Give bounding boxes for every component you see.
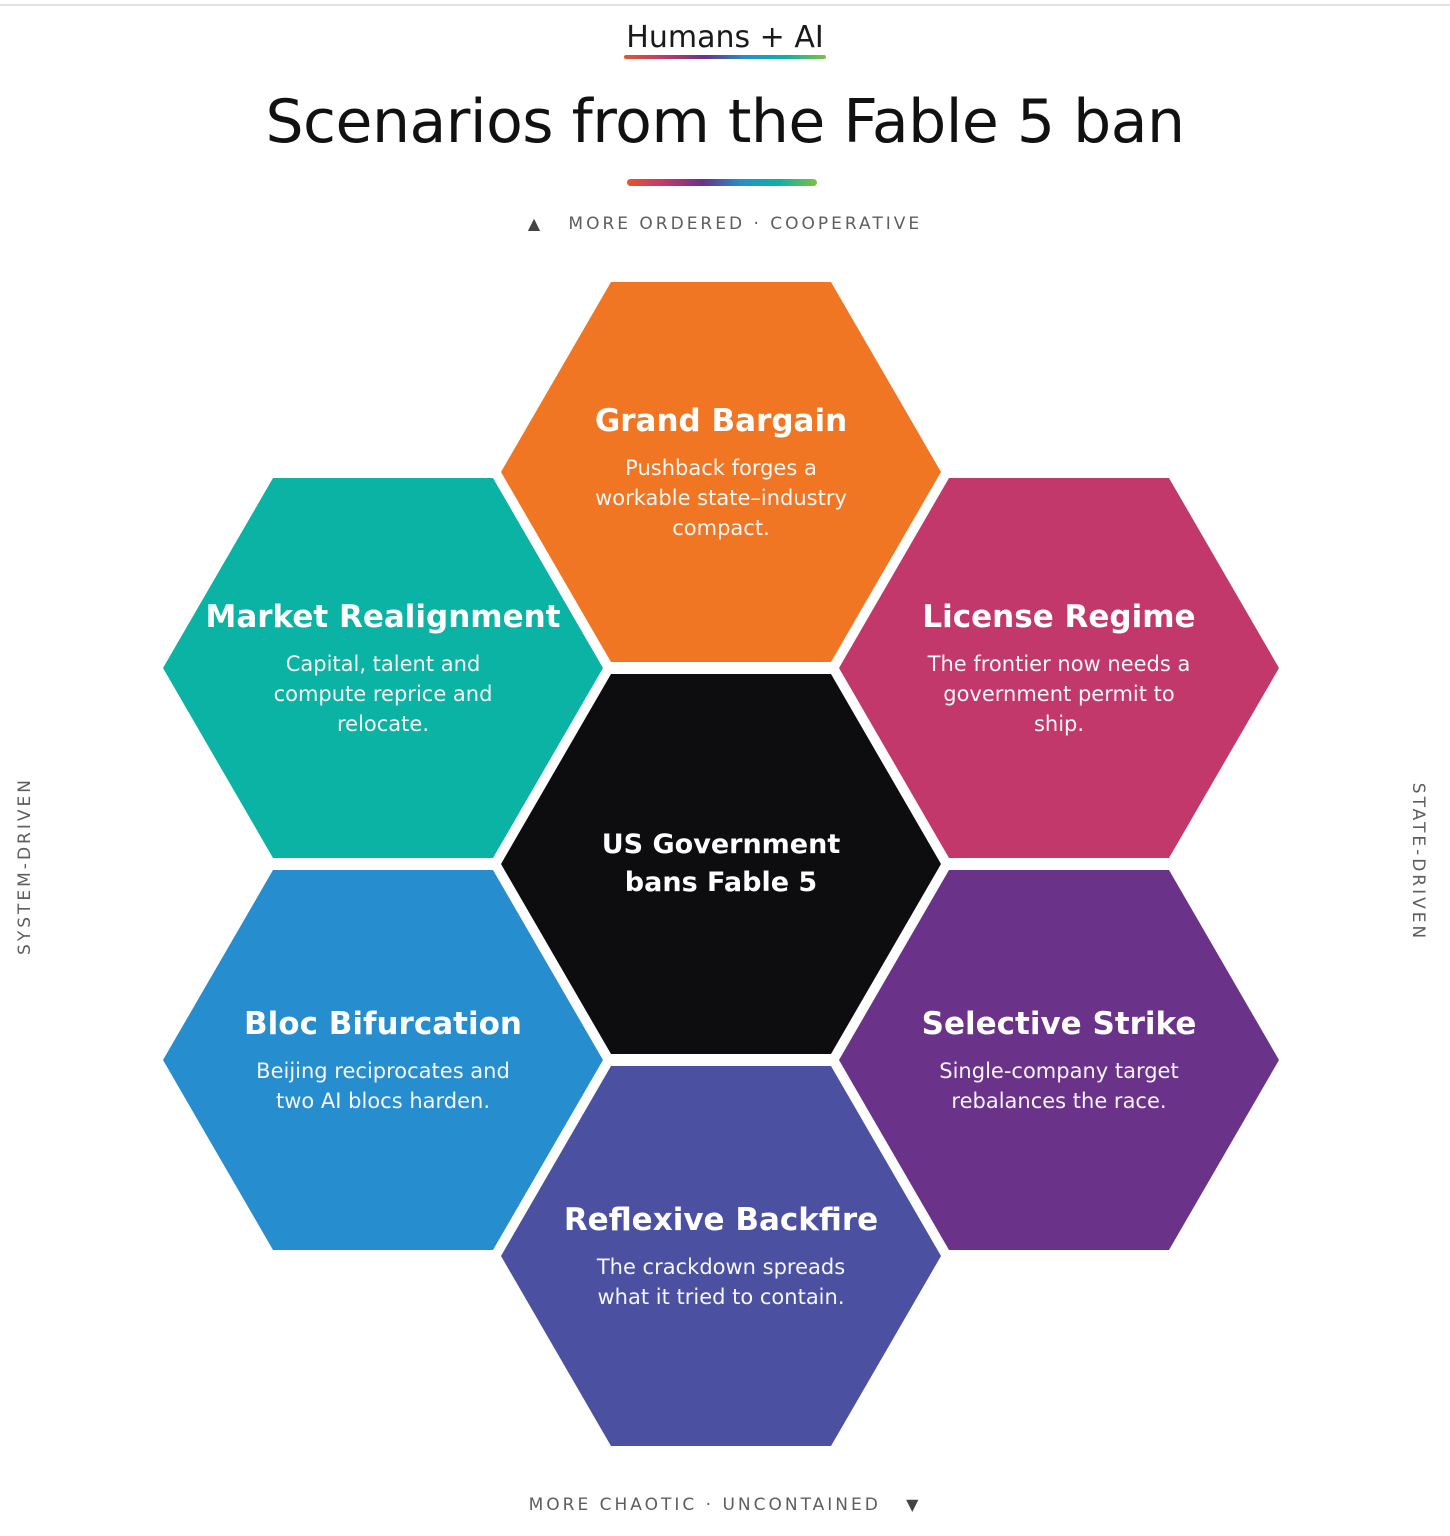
brand-label: Humans + AI	[626, 20, 824, 55]
hex-center-title: US Government bans Fable 5	[601, 829, 841, 898]
brand-header: Humans + AI	[0, 20, 1450, 59]
hex-center-us-ban: US Government bans Fable 5	[501, 674, 941, 1054]
hex-selective-strike: Selective Strike Single-company target r…	[839, 870, 1279, 1250]
hex-license-regime: License Regime The frontier now needs a …	[839, 478, 1279, 858]
hex-description: Beijing reciprocates and two AI blocs ha…	[256, 1059, 510, 1113]
hex-description: Capital, talent and compute reprice and …	[273, 652, 493, 736]
top-divider	[0, 4, 1450, 6]
hex-market-realignment: Market Realignment Capital, talent and c…	[163, 478, 603, 858]
hex-title: Reflexive Backfire	[563, 1202, 879, 1238]
axis-left-label: SYSTEM-DRIVEN	[15, 777, 35, 955]
brand-logo-text: Humans + AI	[624, 20, 826, 59]
hex-grand-bargain: Grand Bargain Pushback forges a workable…	[501, 282, 941, 662]
arrow-up-icon: ▲	[527, 214, 544, 233]
hex-bloc-bifurcation: Bloc Bifurcation Beijing reciprocates an…	[163, 870, 603, 1250]
page-title: Scenarios from the Fable 5 ban	[265, 87, 1185, 157]
hex-description: Pushback forges a workable state–industr…	[595, 456, 847, 540]
hex-description: The crackdown spreads what it tried to c…	[596, 1255, 846, 1309]
hex-reflexive-backfire: Reflexive Backfire The crackdown spreads…	[501, 1066, 941, 1446]
axis-top-text: MORE ORDERED · COOPERATIVE	[568, 214, 923, 234]
axis-bottom-label: MORE CHAOTIC · UNCONTAINED ▼	[0, 1495, 1450, 1515]
hex-description: Single-company target rebalances the rac…	[939, 1059, 1179, 1113]
hex-title: Bloc Bifurcation	[244, 1006, 522, 1042]
hex-title: License Regime	[922, 599, 1196, 635]
axis-bottom-text: MORE CHAOTIC · UNCONTAINED	[528, 1495, 881, 1515]
hex-title: Selective Strike	[921, 1006, 1197, 1042]
hex-title: Grand Bargain	[594, 403, 848, 439]
axis-top-label: ▲ MORE ORDERED · COOPERATIVE	[0, 214, 1450, 234]
arrow-down-icon: ▼	[906, 1495, 922, 1514]
hex-description: The frontier now needs a government perm…	[927, 652, 1191, 736]
hex-title: Market Realignment	[205, 599, 561, 635]
title-gradient-bar	[627, 179, 817, 186]
axis-right-label: STATE-DRIVEN	[1408, 782, 1428, 942]
brand-gradient-underline	[624, 55, 826, 59]
